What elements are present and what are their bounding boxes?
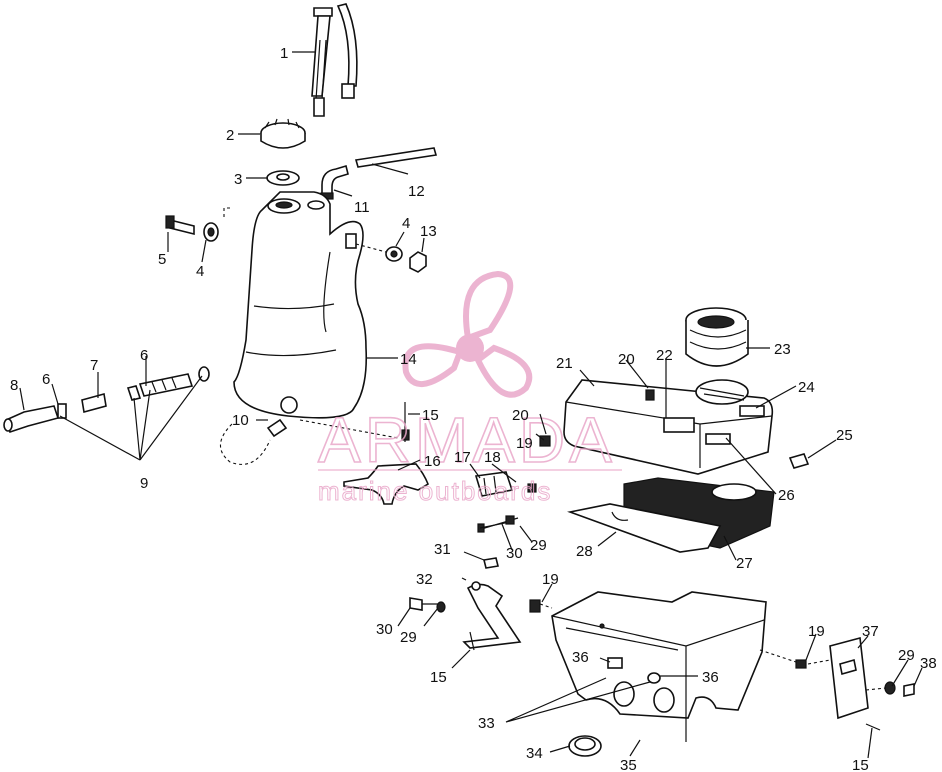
callout-22: 22 bbox=[656, 347, 673, 364]
callout-30-lower: 30 bbox=[376, 621, 393, 638]
callout-20-lower: 20 bbox=[512, 407, 529, 424]
fuel-tank bbox=[233, 191, 368, 419]
callout-8: 8 bbox=[10, 377, 18, 394]
callout-25: 25 bbox=[836, 427, 853, 444]
callout-7: 7 bbox=[90, 357, 98, 374]
grommet-36-b bbox=[647, 672, 661, 684]
leader-lines bbox=[19, 51, 923, 759]
callout-17: 17 bbox=[454, 449, 471, 466]
ring-34 bbox=[568, 735, 602, 757]
fuel-cap bbox=[260, 118, 306, 149]
callout-14: 14 bbox=[400, 351, 417, 368]
air-filter-element bbox=[685, 307, 749, 367]
vent-hose bbox=[354, 147, 438, 168]
silencer-cover bbox=[563, 379, 774, 475]
callout-34: 34 bbox=[526, 745, 543, 762]
pin-15-lower bbox=[469, 631, 475, 651]
gasket-plate bbox=[567, 503, 722, 553]
silencer-base bbox=[551, 591, 767, 742]
grommet-19-lower bbox=[529, 599, 541, 613]
callout-37: 37 bbox=[862, 623, 879, 640]
tank-bracket bbox=[343, 463, 429, 505]
bolt-38 bbox=[903, 683, 915, 697]
fuel-line-assembly bbox=[3, 366, 210, 461]
washer-left bbox=[203, 222, 219, 242]
callout-16: 16 bbox=[424, 453, 441, 470]
callout-32: 32 bbox=[416, 571, 433, 588]
callout-29-right: 29 bbox=[898, 647, 915, 664]
callout-10: 10 bbox=[232, 412, 249, 429]
watermark-brand: ARMADA bbox=[318, 404, 616, 476]
callout-29-lower: 29 bbox=[400, 629, 417, 646]
callout-35: 35 bbox=[620, 757, 637, 772]
callout-6-left: 6 bbox=[42, 371, 50, 388]
callout-19: 19 bbox=[516, 435, 533, 452]
callout-26: 26 bbox=[778, 487, 795, 504]
fitting-19-upper bbox=[539, 435, 551, 447]
washer-29-lower bbox=[436, 601, 446, 613]
callout-23: 23 bbox=[774, 341, 791, 358]
callout-20: 20 bbox=[618, 351, 635, 368]
callout-28: 28 bbox=[576, 543, 593, 560]
callout-9: 9 bbox=[140, 475, 148, 492]
callout-15: 15 bbox=[422, 407, 439, 424]
pump-screws bbox=[479, 515, 515, 529]
callout-1: 1 bbox=[280, 45, 288, 62]
screw-30-lower bbox=[409, 597, 442, 611]
callout-3: 3 bbox=[234, 171, 242, 188]
fuel-gauge-sender bbox=[311, 3, 358, 117]
callout-36-right: 36 bbox=[702, 669, 719, 686]
callout-2: 2 bbox=[226, 127, 234, 144]
callout-29: 29 bbox=[530, 537, 547, 554]
callout-labels: 1 2 3 4 4 5 6 6 7 8 9 10 11 12 13 14 15 … bbox=[10, 45, 937, 772]
callout-18: 18 bbox=[484, 449, 501, 466]
propeller-logo-icon bbox=[402, 270, 533, 398]
clip-31 bbox=[483, 557, 499, 569]
callout-6: 6 bbox=[140, 347, 148, 364]
watermark-tagline: marine outboards bbox=[318, 476, 552, 506]
callout-5: 5 bbox=[158, 251, 166, 268]
armada-watermark: ARMADA marine outboards bbox=[317, 270, 622, 507]
fitting-18 bbox=[527, 483, 537, 493]
callout-4-right: 4 bbox=[402, 215, 410, 232]
callout-33: 33 bbox=[478, 715, 495, 732]
callout-24: 24 bbox=[798, 379, 815, 396]
callout-13: 13 bbox=[420, 223, 437, 240]
callout-19-mid: 19 bbox=[542, 571, 559, 588]
washer-right bbox=[385, 246, 403, 262]
callout-38: 38 bbox=[920, 655, 937, 672]
vent-elbow bbox=[320, 164, 349, 200]
callout-4: 4 bbox=[196, 263, 204, 280]
grommet-36-a bbox=[607, 657, 623, 669]
tank-bolt-left bbox=[165, 215, 195, 236]
callout-15-lower: 15 bbox=[430, 669, 447, 686]
grommet-19-right bbox=[795, 659, 807, 669]
callout-31: 31 bbox=[434, 541, 451, 558]
pin-15-right bbox=[865, 723, 881, 731]
callout-15-right: 15 bbox=[852, 757, 869, 772]
callout-36: 36 bbox=[572, 649, 589, 666]
pickup-tube bbox=[401, 402, 410, 442]
side-bracket bbox=[829, 636, 869, 720]
callout-12: 12 bbox=[408, 183, 425, 200]
nut-right bbox=[409, 251, 427, 273]
callout-19-right: 19 bbox=[808, 623, 825, 640]
drain-fitting bbox=[219, 418, 288, 465]
clip-25 bbox=[788, 453, 810, 469]
callout-27: 27 bbox=[736, 555, 753, 572]
callout-21: 21 bbox=[556, 355, 573, 372]
cap-gasket bbox=[266, 170, 300, 186]
callout-30: 30 bbox=[506, 545, 523, 562]
mount-bracket bbox=[462, 581, 522, 649]
callout-11: 11 bbox=[354, 199, 370, 216]
